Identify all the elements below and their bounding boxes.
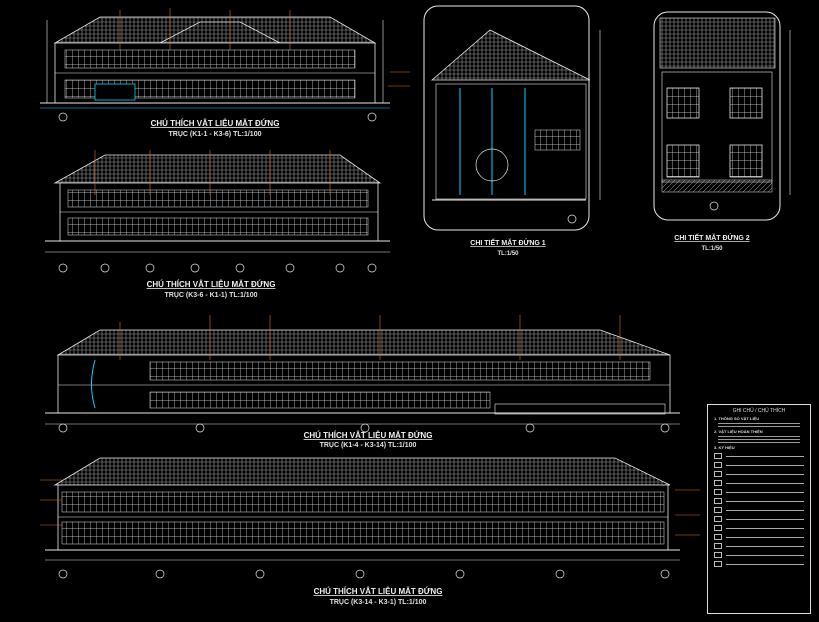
legend-row	[714, 525, 804, 531]
legend-symbol	[714, 516, 722, 522]
detail-1-subtitle: TL:1/50	[497, 251, 519, 257]
notes-heading: GHI CHÚ / CHÚ THÍCH	[732, 408, 786, 414]
elevation-1-subtitle: TRỤC (K1-1 - K3-6) TL:1/100	[169, 131, 262, 138]
legend-symbol	[714, 462, 722, 468]
legend-line	[726, 491, 804, 493]
notes-section-3: 3. KÝ HIỆU	[714, 445, 735, 450]
legend-symbol	[714, 561, 722, 567]
elevation-4-subtitle: TRỤC (K3-14 - K3-1) TL:1/100	[330, 599, 427, 606]
detail-elevation-1	[423, 5, 601, 231]
legend-symbol	[714, 480, 722, 486]
elevation-3	[45, 315, 680, 433]
elevation-4-title: CHÚ THÍCH VẬT LIỆU MẶT ĐỨNG	[314, 587, 443, 596]
elevation-2-title: CHÚ THÍCH VẬT LIỆU MẶT ĐỨNG	[147, 280, 276, 289]
legend-symbol	[714, 453, 722, 459]
legend-row	[714, 471, 804, 477]
legend-symbol	[714, 507, 722, 513]
notes-line	[718, 436, 800, 437]
legend-row	[714, 462, 804, 468]
legend-row	[714, 498, 804, 504]
legend-line	[726, 536, 804, 538]
legend-row	[714, 516, 804, 522]
legend-line	[726, 554, 804, 556]
notes-line	[718, 423, 800, 424]
legend-line	[726, 545, 804, 547]
legend-line	[726, 527, 804, 529]
legend-row	[714, 543, 804, 549]
legend-row	[714, 534, 804, 540]
legend-row	[714, 489, 804, 495]
notes-legend-box: GHI CHÚ / CHÚ THÍCH 1. THÔNG SỐ VẬT LIỆU…	[707, 404, 811, 614]
elevation-1	[40, 8, 410, 122]
notes-section-2: 2. VẬT LIỆU HOÀN THIỆN	[714, 429, 763, 434]
notes-line	[718, 439, 800, 440]
elevation-2-subtitle: TRỤC (K3-6 - K1-1) TL:1/100	[165, 292, 258, 299]
elevation-4	[40, 457, 700, 579]
elevation-3-title: CHÚ THÍCH VẬT LIỆU MẶT ĐỨNG	[304, 431, 433, 440]
detail-1-title: CHI TIẾT MẶT ĐỨNG 1	[470, 237, 546, 247]
legend-symbol	[714, 552, 722, 558]
legend-line	[726, 455, 804, 457]
legend-line	[726, 518, 804, 520]
legend-row	[714, 507, 804, 513]
elevation-3-subtitle: TRỤC (K1-4 - K3-14) TL:1/100	[320, 442, 417, 449]
detail-2-subtitle: TL:1/50	[701, 246, 723, 252]
legend-row	[714, 561, 804, 567]
legend-line	[726, 473, 804, 475]
notes-line	[718, 426, 800, 427]
legend-symbol	[714, 543, 722, 549]
legend-symbol	[714, 471, 722, 477]
notes-section-1: 1. THÔNG SỐ VẬT LIỆU	[714, 416, 760, 421]
legend-symbol	[714, 534, 722, 540]
legend-row	[714, 552, 804, 558]
legend-symbol	[714, 489, 722, 495]
detail-elevation-2	[653, 11, 791, 221]
legend-line	[726, 482, 804, 484]
notes-line	[718, 442, 800, 443]
elevation-1-title: CHÚ THÍCH VẬT LIỆU MẶT ĐỨNG	[151, 119, 280, 128]
detail-2-title: CHI TIẾT MẶT ĐỨNG 2	[674, 232, 750, 242]
legend-symbol	[714, 525, 722, 531]
legend-line	[726, 509, 804, 511]
legend-line	[726, 563, 804, 565]
legend-line	[726, 500, 804, 502]
elevation-2	[45, 150, 390, 273]
legend-symbol	[714, 498, 722, 504]
legend-row	[714, 453, 804, 459]
legend-row	[714, 480, 804, 486]
legend-line	[726, 464, 804, 466]
